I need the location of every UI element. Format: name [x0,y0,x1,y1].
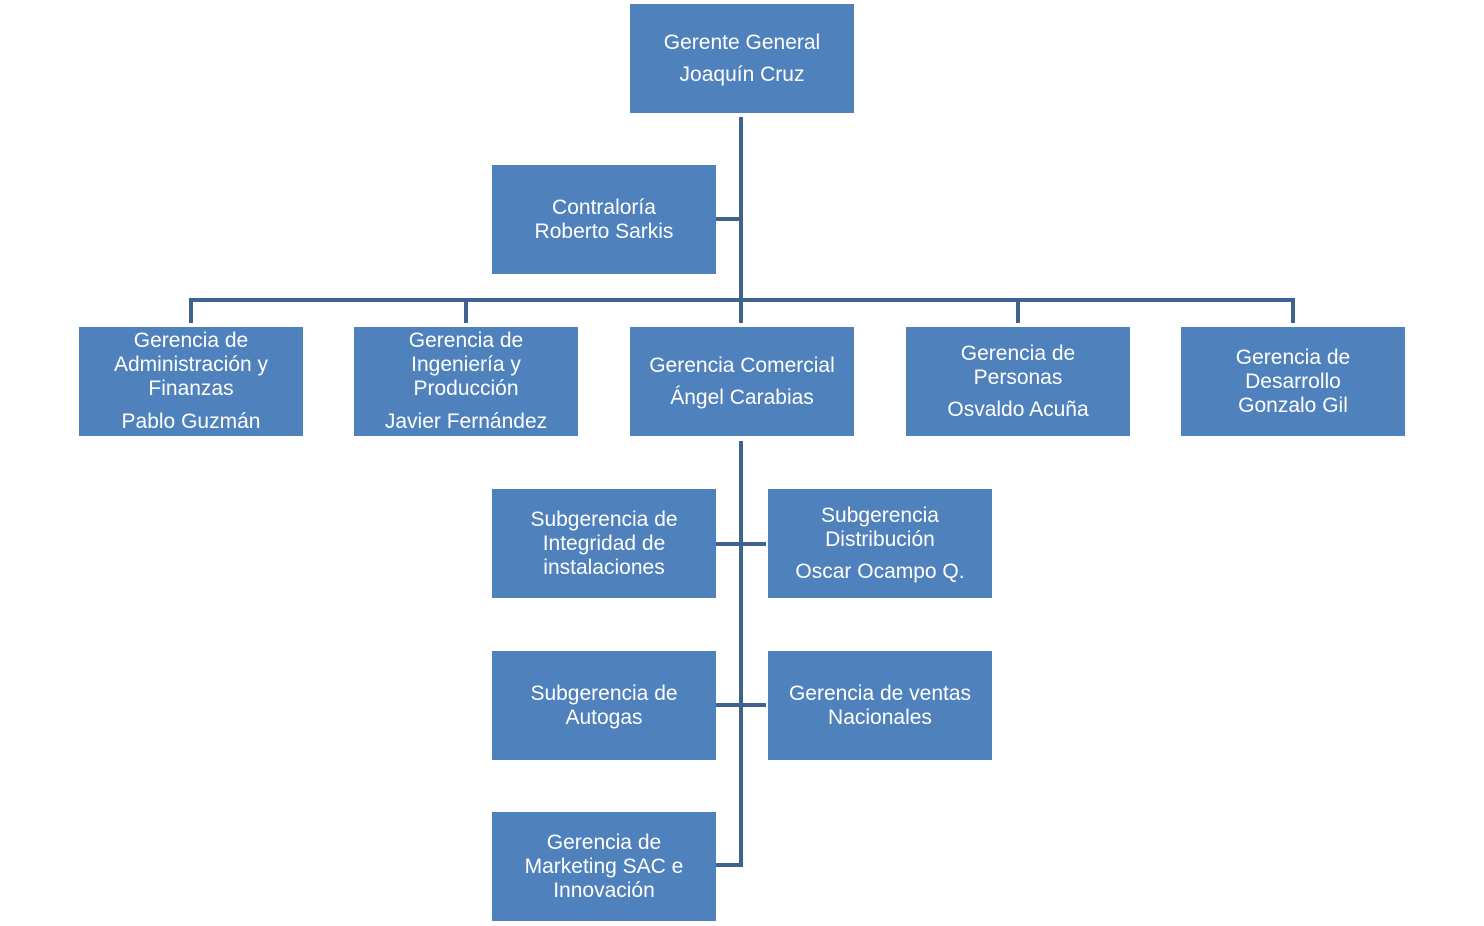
node-title: Gerencia de Administración y Finanzas [113,329,269,400]
node-gerencia-ventas-nacionales: Gerencia de ventas Nacionales [768,651,992,760]
node-title: Gerencia de Marketing SAC e Innovación [524,830,684,902]
node-person: Javier Fernández [384,410,548,433]
node-contraloria: Contraloría Roberto Sarkis [492,165,716,274]
node-subgerencia-autogas: Subgerencia de Autogas [492,651,716,760]
node-person: Joaquín Cruz [679,62,805,86]
node-person: Pablo Guzmán [121,410,261,433]
node-title: Gerencia de Desarrollo [1235,345,1351,393]
node-title: Subgerencia Distribución [821,503,939,551]
node-gerencia-desarrollo: Gerencia de Desarrollo Gonzalo Gil [1181,327,1405,436]
node-title: Subgerencia de Autogas [530,681,678,729]
node-gerente-general: Gerente General Joaquín Cruz [630,4,854,113]
node-gerencia-marketing: Gerencia de Marketing SAC e Innovación [492,812,716,921]
node-subgerencia-integridad: Subgerencia de Integridad de instalacion… [492,489,716,598]
node-subgerencia-distribucion: Subgerencia Distribución Oscar Ocampo Q. [768,489,992,598]
node-title: Contraloría [552,195,656,219]
node-person: Roberto Sarkis [534,219,674,243]
node-title: Gerencia de ventas Nacionales [788,681,972,729]
node-title: Subgerencia de Integridad de instalacion… [530,507,678,579]
node-gerencia-personas: Gerencia de Personas Osvaldo Acuña [906,327,1130,436]
node-title: Gerencia de Ingeniería y Producción [408,329,524,400]
node-title: Gerente General [663,30,821,54]
node-person: Oscar Ocampo Q. [795,559,965,583]
node-person: Ángel Carabias [670,385,814,409]
node-person: Gonzalo Gil [1238,393,1348,417]
node-gerencia-comercial: Gerencia Comercial Ángel Carabias [630,327,854,436]
node-person: Osvaldo Acuña [947,397,1089,421]
node-administracion-finanzas: Gerencia de Administración y Finanzas Pa… [79,327,303,436]
node-title: Gerencia Comercial [649,353,835,377]
node-ingenieria-produccion: Gerencia de Ingeniería y Producción Javi… [354,327,578,436]
node-title: Gerencia de Personas [960,341,1076,389]
